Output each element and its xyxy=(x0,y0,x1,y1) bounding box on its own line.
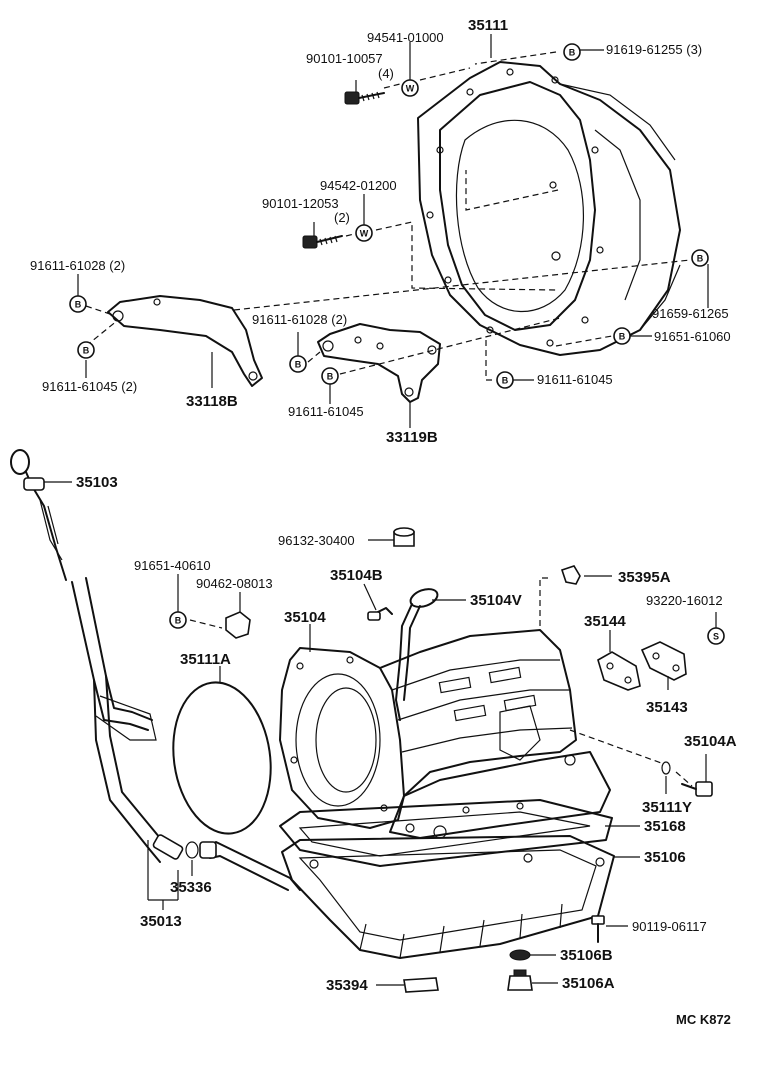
oil-pan-35106 xyxy=(281,835,615,959)
label-90462-08013: 90462-08013 xyxy=(196,576,273,591)
label-35336: 35336 xyxy=(170,879,212,896)
plate-35394 xyxy=(403,977,439,993)
label-35111Y: 35111Y xyxy=(642,799,692,816)
label-35106B: 35106B xyxy=(560,947,613,964)
svg-text:S: S xyxy=(713,632,719,642)
label-90119-06117: 90119-06117 xyxy=(632,919,707,934)
svg-text:B: B xyxy=(502,376,509,386)
bolt-symbol: B xyxy=(77,341,95,359)
svg-text:B: B xyxy=(697,254,704,264)
label-35111: 35111 xyxy=(468,17,508,34)
bracket-33119B xyxy=(317,323,441,403)
drain-plug-35106A xyxy=(507,969,533,991)
plug-35104A xyxy=(681,781,713,797)
label-91611-61045-mid: 91611-61045 xyxy=(288,404,364,419)
o-ring-35111A xyxy=(172,681,272,835)
label-35104A: 35104A xyxy=(684,733,737,750)
label-35106: 35106 xyxy=(644,849,686,866)
svg-text:B: B xyxy=(175,616,182,626)
svg-text:B: B xyxy=(295,360,302,370)
clip-35395A xyxy=(560,565,581,585)
svg-text:B: B xyxy=(619,332,626,342)
label-93220-16012: 93220-16012 xyxy=(646,593,723,608)
bolt-90101-12053 xyxy=(302,235,343,249)
label-91651-40610: 91651-40610 xyxy=(134,558,211,573)
washer-symbol: W xyxy=(401,79,419,97)
svg-text:W: W xyxy=(406,84,415,94)
bolt-symbol: B xyxy=(321,367,339,385)
breather-35104B xyxy=(367,607,393,621)
bolt-symbol: B xyxy=(563,43,581,61)
label-91611-61045-right: 91611-61045 xyxy=(537,372,613,387)
bolt-symbol: B xyxy=(169,611,187,629)
label-35111A: 35111A xyxy=(180,651,231,668)
label-91611-61028-left: 91611-61028 (2) xyxy=(30,258,125,273)
bolt-symbol: B xyxy=(289,355,307,373)
label-35394: 35394 xyxy=(326,977,368,994)
label-33118B: 33118B xyxy=(186,393,238,410)
label-91651-61060: 91651-61060 xyxy=(654,329,731,344)
svg-text:B: B xyxy=(327,372,334,382)
label-35104B: 35104B xyxy=(330,567,383,584)
washer-symbol: W xyxy=(355,224,373,242)
converter-housing xyxy=(417,61,681,356)
bolt-symbol: B xyxy=(496,371,514,389)
label-91611-61028-right: 91611-61028 (2) xyxy=(252,312,347,327)
stud-symbol: S xyxy=(707,627,725,645)
transmission-case xyxy=(279,629,611,839)
plug-96132 xyxy=(393,527,415,547)
hose-35104V xyxy=(395,588,439,721)
label-35104V: 35104V xyxy=(470,592,522,609)
dipstick-35103 xyxy=(10,449,67,581)
svg-text:B: B xyxy=(569,48,576,58)
label-35144: 35144 xyxy=(584,613,626,630)
label-35395A: 35395A xyxy=(618,569,671,586)
svg-text:W: W xyxy=(360,229,369,239)
label-90101-10057: 90101-10057 xyxy=(306,51,383,66)
label-90101-12053-qty: (2) xyxy=(334,210,350,225)
label-91659-61265: 91659-61265 xyxy=(652,306,729,321)
bolt-symbol: B xyxy=(691,249,709,267)
label-94542-01200: 94542-01200 xyxy=(320,178,397,193)
svg-text:B: B xyxy=(83,346,90,356)
label-35143: 35143 xyxy=(646,699,688,716)
label-35104: 35104 xyxy=(284,609,326,626)
bolt-90101-10057 xyxy=(344,91,385,105)
label-33119B: 33119B xyxy=(386,429,438,446)
svg-text:B: B xyxy=(75,300,82,310)
dipstick-tube-35013 xyxy=(71,577,184,863)
label-91611-61045-left: 91611-61045 (2) xyxy=(42,379,137,394)
o-ring-35111Y xyxy=(661,761,671,775)
label-35013: 35013 xyxy=(140,913,182,930)
bolt-symbol: B xyxy=(69,295,87,313)
label-90101-10057-qty: (4) xyxy=(378,66,394,81)
plate-35144 xyxy=(597,651,641,691)
gasket-35106B xyxy=(509,949,531,961)
tube-35336 xyxy=(185,841,301,891)
bracket-33118B xyxy=(107,295,263,387)
plate-35143 xyxy=(640,641,687,681)
label-35106A: 35106A xyxy=(562,975,615,992)
label-35103: 35103 xyxy=(76,474,118,491)
label-91619-61255: 91619-61255 (3) xyxy=(606,42,702,57)
label-94541-01000: 94541-01000 xyxy=(367,30,444,45)
footer-code: MC K872 xyxy=(676,1012,731,1027)
label-35168: 35168 xyxy=(644,818,686,835)
bolt-symbol: B xyxy=(613,327,631,345)
label-96132-30400: 96132-30400 xyxy=(278,533,355,548)
bolt-90119 xyxy=(591,915,605,943)
clip-90462 xyxy=(225,611,251,639)
label-90101-12053: 90101-12053 xyxy=(262,196,339,211)
